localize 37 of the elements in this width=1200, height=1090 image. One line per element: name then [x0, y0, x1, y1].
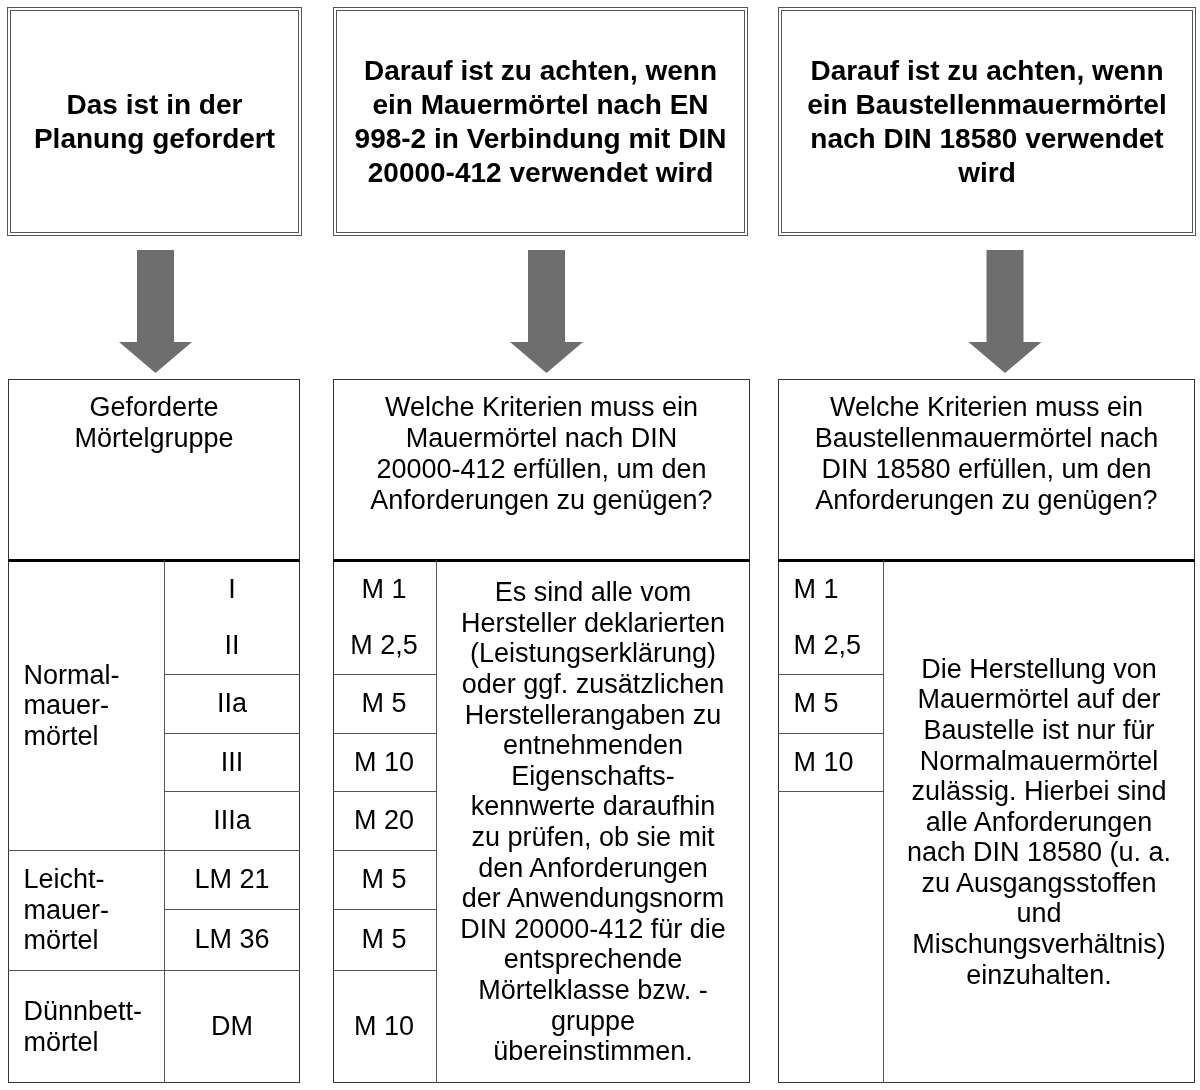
table-cell: M 10: [777, 733, 883, 792]
heading-text: Darauf ist zu achten, wenn ein Baustellenmauermörtel nach DIN 18580 verwendet wird: [806, 53, 1168, 190]
table-cell: DM: [163, 970, 300, 1083]
table-heading: Welche Kriterien muss ein Mauermörtel nach DIN 20000-412 erfüllen, um den Anforderungen zu genügen?: [369, 392, 714, 516]
table-cell-text: M 10: [353, 1010, 415, 1044]
table-panel: [8, 379, 300, 1083]
table-cell: M 5: [777, 674, 883, 734]
table-cell: IIa: [163, 674, 300, 734]
table-cell: M 1: [777, 558, 883, 618]
table-cell: IIIa: [163, 791, 300, 851]
table-cell-text: Dünnbett- mörtel: [22, 994, 144, 1059]
table-heading: Welche Kriterien muss ein Baustellenmauermörtel nach DIN 18580 erfüllen, um den Anforderungen zu genügen?: [813, 392, 1160, 516]
table-cell: III: [163, 733, 300, 792]
table-cell: Es sind alle vom Hersteller deklarierten (Leistungserklärung) oder ggf. zusätzlichen Herstellerangaben zu entnehmenden Eigenschafts- kennwerte daraufhin zu prüfen, ob sie mit den Anforderungen der Anwendungsnorm DIN 20000-412 für die entsprechende Mörtelklasse bzw. -gruppe übereinstimmen.: [435, 558, 750, 1083]
table-cell: Die Herstellung von Mauermörtel auf der Baustelle ist nur für Normalmauermörtel zulässig. Hierbei sind alle Anforderungen nach DIN 18580 (u. a. zu Ausgangsstoffen und Mischungsverhältnis) einzuhalten.: [882, 558, 1195, 1083]
table-cell: M 5: [332, 909, 436, 971]
heading-box: [7, 7, 302, 236]
table-panel: [778, 379, 1195, 1083]
table-cell: M 20: [332, 791, 436, 851]
table-panel: [333, 379, 750, 1083]
table-heading: Geforderte Mörtelgruppe: [73, 392, 235, 454]
table-cell: LM 36: [163, 909, 300, 971]
heading-box: [333, 7, 748, 236]
table-cell: M 5: [332, 850, 436, 910]
table-cell: M 5: [332, 674, 436, 734]
table-cell: M 2,5: [332, 617, 436, 675]
table-cell: M 2,5: [777, 617, 883, 675]
heading-box: [778, 7, 1196, 236]
table-cell: II: [163, 617, 300, 675]
table-cell: LM 21: [163, 850, 300, 910]
table-cell: M 1: [332, 558, 436, 618]
table-cell: Normal- mauer- mörtel: [7, 558, 164, 851]
heading-text: Das ist in der Planung gefordert: [32, 87, 277, 156]
heading-text: Darauf ist zu achten, wenn ein Mauermörtel nach EN 998-2 in Verbindung mit DIN 20000-412 verwendet wird: [353, 53, 728, 190]
table-cell: Leicht- mauer- mörtel: [7, 850, 164, 971]
table-cell: M 10: [332, 733, 436, 792]
table-cell: I: [163, 558, 300, 618]
